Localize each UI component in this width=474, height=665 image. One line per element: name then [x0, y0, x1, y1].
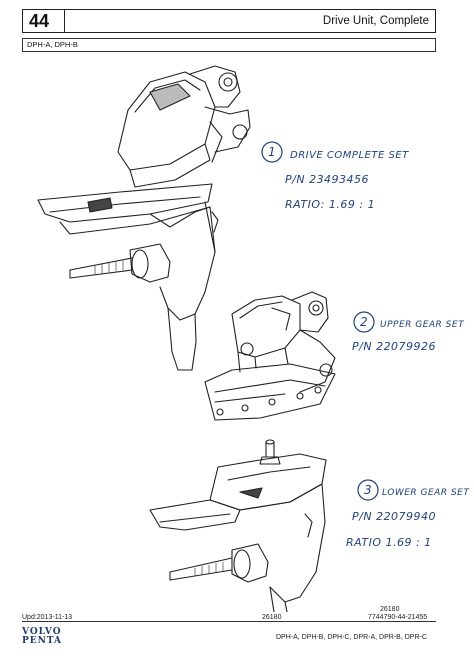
figure-number-upper: 26180 — [380, 606, 400, 613]
marker-circle-1 — [261, 141, 283, 163]
exploded-drive-illustration: 1 DRIVE COMPLETE SET P/N 23493456 RATIO:… — [37, 65, 470, 612]
lower-gear-set-drawing — [149, 439, 327, 612]
upper-gear-set-drawing — [204, 291, 336, 421]
page-header: 44 Drive Unit, Complete — [22, 9, 436, 33]
marker-number-3: 3 — [364, 483, 372, 497]
model-designation: DPH-A, DPH-B — [22, 38, 436, 52]
marker-number-1: 1 — [268, 145, 276, 159]
marker-circle-2 — [353, 311, 375, 333]
annotation-2-line-1: UPPER GEAR SET — [380, 320, 465, 330]
footer-rule — [22, 621, 436, 622]
annotation-1-line-1: DRIVE COMPLETE SET — [290, 150, 409, 161]
page-title: Drive Unit, Complete — [322, 15, 429, 27]
footer-models: DPH-A, DPH-B, DPH-C, DPR-A, DPR-B, DPR-C — [276, 634, 427, 641]
annotation-1-line-3: RATIO: 1.69 : 1 — [285, 198, 375, 211]
logo-line-1: VOLVO — [22, 627, 62, 637]
annotation-3-line-2: P/N 22079940 — [352, 510, 436, 523]
annotation-2: 2 UPPER GEAR SET P/N 22079926 — [352, 311, 465, 353]
annotation-3: 3 LOWER GEAR SET P/N 22079940 RATIO 1.69… — [346, 479, 470, 549]
annotation-2-line-2: P/N 22079926 — [352, 340, 436, 353]
volvo-penta-logo: VOLVO PENTA — [22, 628, 64, 646]
annotation-3-line-3: RATIO 1.69 : 1 — [346, 536, 432, 549]
update-date: Upd:2013-11-13 — [22, 614, 73, 621]
logo-line-2: PENTA — [22, 636, 63, 646]
complete-drive-drawing — [37, 65, 251, 371]
marker-number-2: 2 — [360, 315, 368, 329]
annotation-1-line-2: P/N 23493456 — [285, 173, 369, 186]
marker-circle-3 — [357, 479, 379, 501]
annotation-1: 1 DRIVE COMPLETE SET P/N 23493456 RATIO:… — [261, 141, 409, 211]
annotation-3-line-1: LOWER GEAR SET — [382, 488, 470, 498]
document-code: 7744790-44-21455 — [368, 614, 428, 621]
page-number: 44 — [23, 10, 65, 32]
figure-number: 26180 — [262, 614, 282, 621]
